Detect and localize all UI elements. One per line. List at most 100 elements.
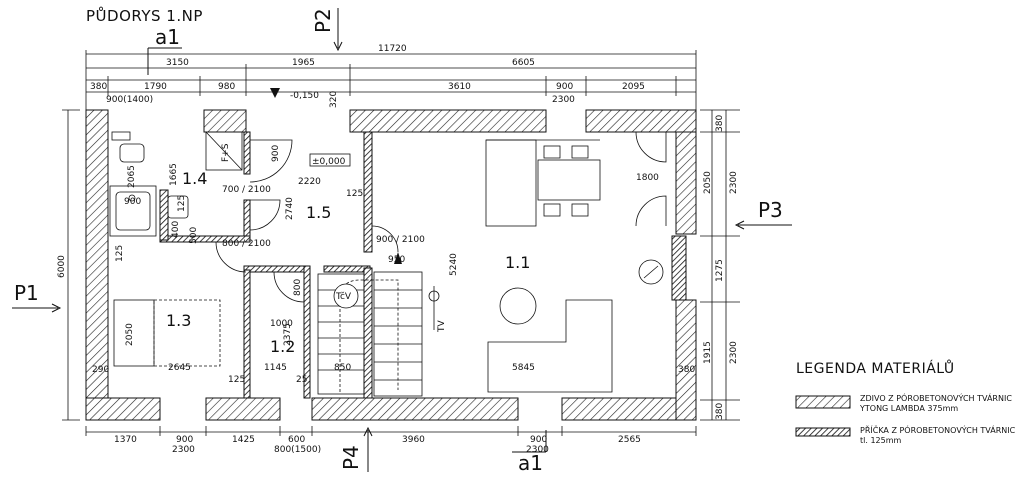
interior-partitions: [159, 131, 373, 399]
dim-int-900v: 900: [271, 145, 281, 162]
dim-int-2220: 2220: [298, 177, 321, 187]
dim-int-125b: 125: [115, 245, 125, 262]
dim-bottom-2300a: 2300: [172, 445, 195, 455]
dim-right-2300a: 2300: [729, 171, 739, 194]
level-box: ±0,000: [309, 153, 351, 167]
section-marker-a1-top: a1: [147, 25, 182, 75]
dim-int-400: 400: [171, 221, 181, 238]
dim-overall-width: 11720: [378, 44, 407, 54]
dim-right-380b: 380: [715, 403, 725, 420]
legend-swatch-partition: [795, 427, 851, 437]
dim-right-1275: 1275: [715, 259, 725, 282]
dim-right-1915: 1915: [703, 341, 713, 364]
level-top: -0,150: [290, 91, 319, 101]
dim-int-5240: 5240: [449, 253, 459, 276]
dim-int-2375: 2375: [283, 323, 293, 346]
dim-right-2050: 2050: [703, 171, 713, 194]
dim-int-800v: 800: [293, 279, 303, 296]
level-triangle-icon: [270, 88, 280, 98]
room-label-1-1: 1.1: [505, 253, 530, 272]
dim-bottom-1370: 1370: [114, 435, 137, 445]
dim-int-2740: 2740: [285, 197, 295, 220]
fixture-tcv: TčV: [335, 291, 352, 302]
dim-int-125c: 125: [346, 189, 363, 199]
dimension-lines-right: [700, 109, 740, 421]
fixture-f-s: F+S: [221, 143, 231, 162]
living-room-furniture: [113, 139, 664, 393]
dim-int-900-2100: 900 / 2100: [376, 235, 425, 245]
dim-top-3150: 3150: [166, 58, 189, 68]
boiler-fixture: TčV: [333, 283, 359, 309]
legend-item1-line2: YTONG LAMBDA 375mm: [859, 404, 958, 413]
section-label-p1: P1: [14, 281, 39, 305]
legend-title: LEGENDA MATERIÁLŮ: [796, 359, 955, 377]
dimension-lines-bottom: [85, 426, 697, 436]
dim-int-900: 900: [124, 197, 141, 207]
dim-top-320: 320: [329, 91, 339, 108]
legend-item1-line1: ZDIVO Z PÓROBETONOVÝCH TVÁRNIC: [860, 392, 1012, 403]
dim-int-25: 25: [296, 375, 307, 385]
section-label-p4: P4: [339, 445, 363, 470]
dim-top-1965: 1965: [292, 58, 315, 68]
dim-top-900: 900: [556, 82, 573, 92]
dim-left-6000: 6000: [57, 255, 67, 278]
dim-int-1000: 1000: [270, 319, 293, 329]
dim-int-1800: 1800: [636, 173, 659, 183]
section-marker-p3: P3: [734, 198, 792, 230]
legend-item2-line2: tl. 125mm: [860, 436, 902, 445]
bathroom-fixtures: [109, 131, 243, 237]
dim-top-2095: 2095: [622, 82, 645, 92]
section-marker-a1-bottom: a1: [512, 430, 547, 475]
dim-int-2050: 2050: [125, 323, 135, 346]
dim-int-800-2100: 800 / 2100: [222, 239, 271, 249]
dim-bottom-900b: 900: [530, 435, 547, 445]
dim-int-380: 380: [678, 365, 695, 375]
dim-int-2065: 2065: [127, 165, 137, 188]
dim-bottom-900a: 900: [176, 435, 193, 445]
dim-right-2300b: 2300: [729, 341, 739, 364]
dim-int-950: 950: [388, 255, 405, 265]
stair-arrow-icon: [394, 252, 402, 264]
dim-top-3610: 3610: [448, 82, 471, 92]
dimension-lines-top: [85, 50, 697, 110]
dim-top-980: 980: [218, 82, 235, 92]
room-label-1-2: 1.2: [270, 337, 295, 356]
room-label-1-4: 1.4: [182, 169, 207, 188]
dim-bottom-2565: 2565: [618, 435, 641, 445]
legend-item2-line1: PŘÍČKA Z PÓROBETONOVÝCH TVÁRNIC: [860, 424, 1016, 435]
dim-top-1790: 1790: [144, 82, 167, 92]
dim-bottom-1425: 1425: [232, 435, 255, 445]
dim-int-850: 850: [334, 363, 351, 373]
section-marker-p4: P4: [339, 426, 373, 472]
exterior-walls: [85, 109, 697, 421]
dim-int-700-2100: 700 / 2100: [222, 185, 271, 195]
room-label-1-5: 1.5: [306, 203, 331, 222]
section-marker-p1: P1: [12, 281, 62, 313]
section-label-p2: P2: [311, 8, 335, 33]
section-marker-p2: P2: [311, 8, 343, 52]
dim-bottom-800-1500: 800(1500): [274, 445, 321, 455]
dim-int-5845: 5845: [512, 363, 535, 373]
section-label-p3: P3: [758, 198, 783, 222]
dim-top-6605: 6605: [512, 58, 535, 68]
dim-int-1665: 1665: [169, 163, 179, 186]
dim-int-125d: 125: [228, 375, 245, 385]
dim-int-500: 500: [189, 227, 199, 244]
dim-int-1145: 1145: [264, 363, 287, 373]
material-legend: LEGENDA MATERIÁLŮ ZDIVO Z PÓROBETONOVÝCH…: [795, 359, 1016, 445]
dim-int-2645: 2645: [168, 363, 191, 373]
dim-bottom-3960: 3960: [402, 435, 425, 445]
room-label-1-3: 1.3: [166, 311, 191, 330]
level-box-text: ±0,000: [312, 157, 346, 167]
dim-top-2300: 2300: [552, 95, 575, 105]
window-right: [671, 235, 687, 301]
dimension-lines-left: [62, 109, 80, 421]
dim-int-290: 290: [92, 365, 109, 375]
legend-swatch-exterior: [795, 395, 851, 409]
drawing-title: PŮDORYS 1.NP: [86, 6, 203, 25]
dim-bottom-2300b: 2300: [526, 445, 549, 455]
dim-bottom-600: 600: [288, 435, 305, 445]
section-label-a1-bottom: a1: [518, 451, 543, 475]
dim-top-380: 380: [90, 82, 107, 92]
